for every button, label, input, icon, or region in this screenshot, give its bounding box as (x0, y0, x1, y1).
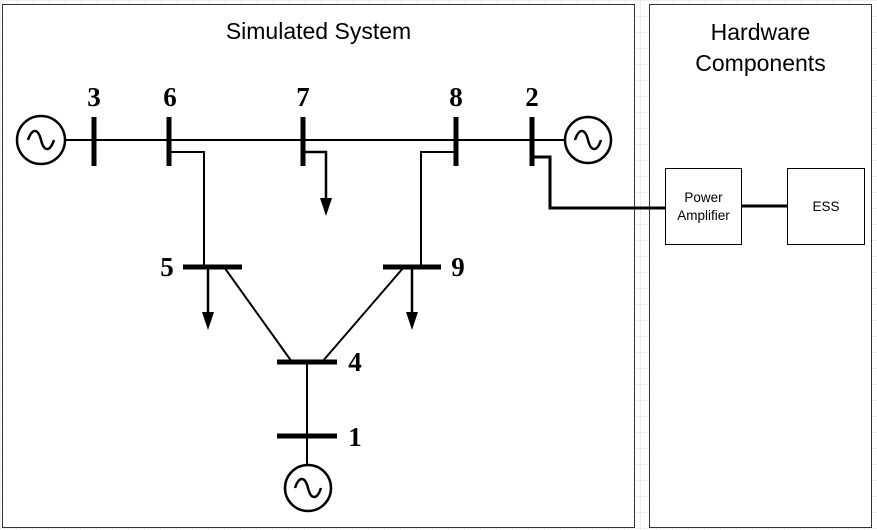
bus-label-1: 1 (348, 422, 362, 452)
hardware-components-title: Hardware Components (695, 19, 826, 76)
bus-label-8: 8 (449, 82, 463, 112)
line-9-to-4 (321, 266, 405, 363)
hardware-link-line (532, 155, 665, 210)
power-amplifier-box: Power Amplifier (665, 168, 742, 245)
bus-label-4: 4 (348, 347, 362, 377)
ess-box: ESS (787, 168, 865, 245)
bus-label-6: 6 (163, 82, 177, 112)
bus-label-9: 9 (451, 252, 465, 282)
simulated-system-title: Simulated System (225, 18, 412, 44)
load-arrow-bus-7 (303, 150, 332, 216)
line-6-to-5 (169, 151, 205, 267)
generator-icon-bus-3 (15, 114, 67, 166)
power-amplifier-label: Power Amplifier (677, 189, 730, 223)
line-8-to-9 (420, 151, 456, 267)
load-arrow-bus-9 (406, 267, 418, 330)
line-5-to-4 (223, 266, 293, 363)
ess-label: ESS (812, 198, 840, 214)
bus-label-7: 7 (296, 82, 310, 112)
bus-label-5: 5 (160, 252, 174, 282)
simulated-system-panel: Simulated System (2, 4, 635, 528)
generator-icon-bus-2 (563, 115, 613, 165)
bus-label-2: 2 (525, 82, 539, 112)
hardware-components-panel: Hardware Components (649, 4, 872, 528)
load-arrow-bus-5 (202, 267, 214, 330)
generator-icon-bus-1 (283, 463, 333, 513)
bus-label-3: 3 (87, 82, 101, 112)
